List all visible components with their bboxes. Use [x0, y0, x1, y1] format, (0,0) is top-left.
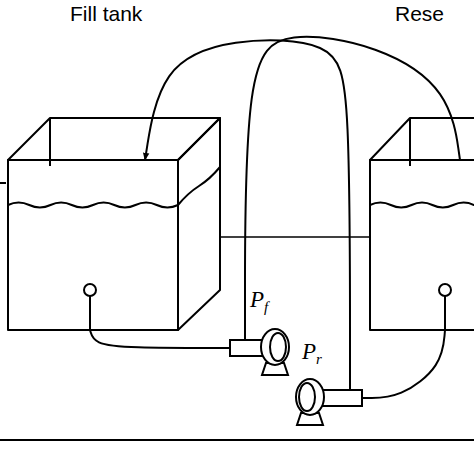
pump-volute-inner: [299, 383, 315, 411]
outlet-pipe: [89, 296, 91, 330]
pump: Pr: [286, 375, 366, 430]
pump-stub: [226, 347, 230, 349]
tank-front: [370, 160, 474, 330]
pump-label: Pr: [302, 339, 322, 372]
pump-symbol: [286, 375, 366, 430]
tank-label: Fill tank: [70, 2, 142, 26]
pump-volute: [296, 379, 324, 415]
pump-stub: [349, 375, 351, 390]
pump-label: Pf: [250, 287, 268, 320]
outlet-port: [439, 284, 451, 296]
inflow-stub: [0, 182, 6, 184]
pipe: [145, 40, 350, 375]
water-surface: [370, 203, 474, 208]
level-line: [220, 236, 370, 238]
tank-front: [8, 160, 178, 330]
outlet-pipe: [444, 296, 446, 330]
outlet-port: [84, 284, 96, 296]
tank-side: [178, 118, 220, 330]
tank-label: Rese: [395, 2, 444, 26]
tank: Fill tank: [8, 160, 178, 330]
tank-inner-edge: [409, 118, 411, 166]
tank: Rese: [370, 160, 474, 330]
pump-outlet: [320, 390, 362, 406]
pump-volute: [261, 329, 289, 365]
pump: Pf: [226, 325, 296, 380]
pump-volute-inner: [270, 333, 286, 361]
pump-stub: [244, 325, 246, 340]
tank-top: [8, 118, 220, 160]
water-surface: [178, 167, 220, 205]
water-surface: [8, 203, 178, 208]
floor-line: [0, 439, 474, 441]
pipe: [245, 37, 460, 325]
pump-symbol: [226, 325, 296, 380]
tank-inner-edge: [49, 118, 51, 166]
pump-stub: [362, 397, 366, 399]
pipe: [366, 330, 445, 398]
pipe: [90, 330, 226, 348]
